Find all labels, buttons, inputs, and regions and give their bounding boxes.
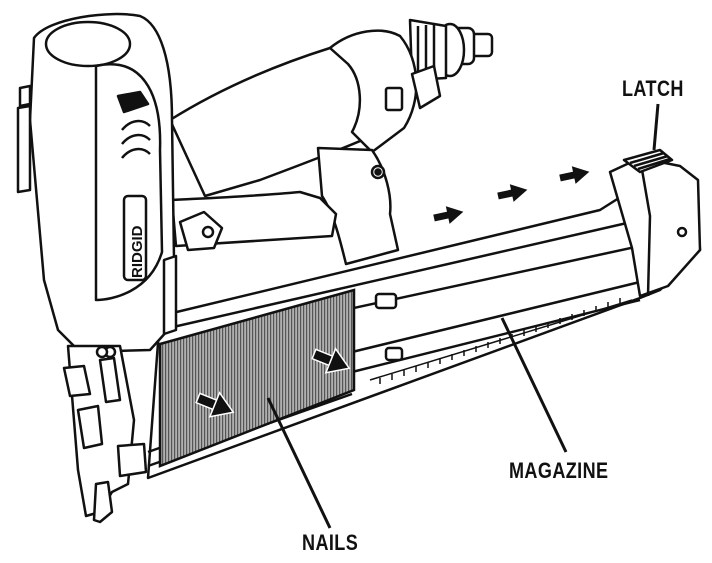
arrow-right-icon: [433, 206, 464, 224]
nails-leader: [266, 397, 332, 529]
latch-leader: [652, 103, 660, 151]
nails-label: NAILS: [302, 530, 359, 555]
handle: [168, 29, 442, 266]
depth-adjust: [162, 210, 224, 336]
arrow-right-icon: [559, 166, 590, 184]
magazine-leader: [500, 317, 568, 453]
arrow-right-icon: [195, 391, 235, 418]
latch-label: LATCH: [622, 76, 684, 101]
arrow-right-icon: [311, 347, 351, 374]
magazine-label: MAGAZINE: [509, 458, 609, 483]
arrow-right-icon: [497, 184, 528, 202]
brand-mark: RIDGID: [129, 225, 146, 278]
leader-lines: [266, 103, 660, 529]
direction-arrows: [195, 166, 590, 418]
nose-assembly: [62, 344, 148, 524]
nails-strip: [158, 288, 356, 468]
motor-housing: [16, 12, 176, 354]
